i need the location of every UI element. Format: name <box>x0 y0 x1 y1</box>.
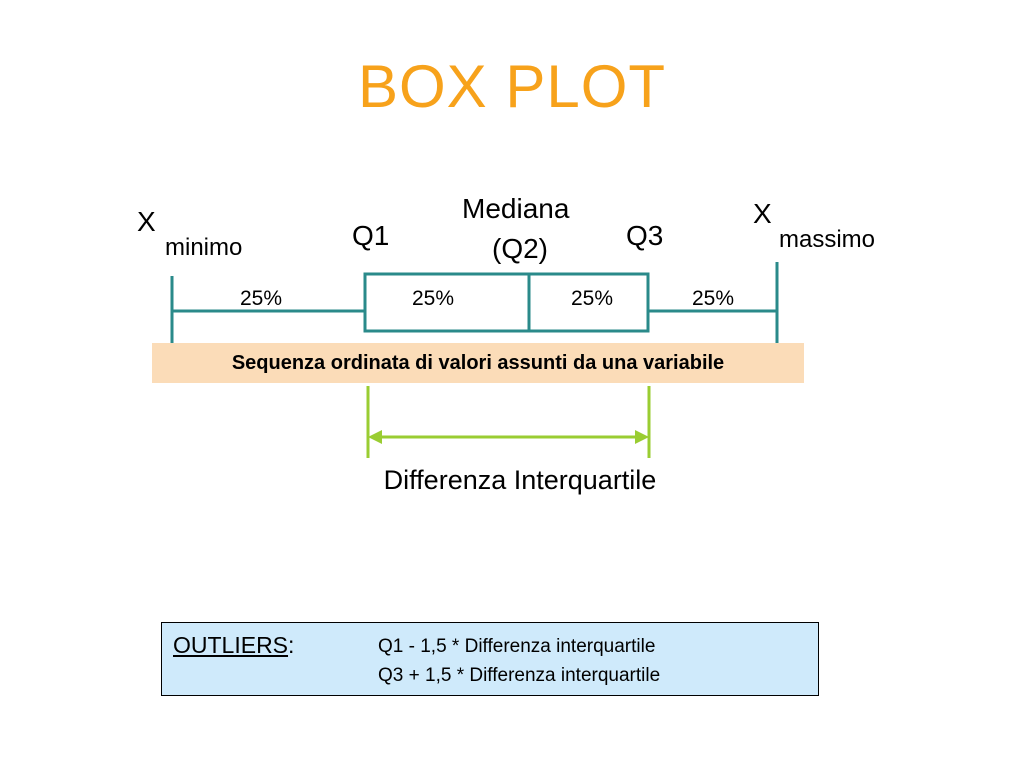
sequence-banner: Sequenza ordinata di valori assunti da u… <box>152 343 804 383</box>
iqr-label: Differenza Interquartile <box>383 465 657 495</box>
segment-label-2: 25% <box>412 287 455 310</box>
x-min-subscript: minimo <box>165 234 243 261</box>
segment-label-4: 25% <box>692 287 735 310</box>
iqr-arrow-right-head <box>635 430 649 444</box>
outliers-lower-formula: Q1 - 1,5 * Differenza interquartile <box>378 636 656 657</box>
q1-label: Q1 <box>352 220 390 251</box>
x-max-subscript: massimo <box>779 226 876 253</box>
q3-label: Q3 <box>626 220 664 251</box>
outliers-upper-formula: Q3 + 1,5 * Differenza interquartile <box>378 665 661 686</box>
outliers-box: OUTLIERS: Q1 - 1,5 * Differenza interqua… <box>161 622 819 696</box>
x-min-label: X <box>137 206 156 237</box>
x-max-label: X <box>753 198 772 229</box>
outliers-title-text: OUTLIERS <box>173 632 289 658</box>
page-title: BOX PLOT <box>357 53 667 120</box>
outliers-title: OUTLIERS: <box>173 632 294 659</box>
segment-label-1: 25% <box>240 287 283 310</box>
iqr-arrow-left-head <box>368 430 382 444</box>
median-label-line1: Mediana <box>462 193 570 224</box>
segment-label-3: 25% <box>571 287 614 310</box>
median-label-line2: (Q2) <box>492 233 548 264</box>
outliers-title-colon: : <box>288 632 295 658</box>
interquartile-box <box>363 272 650 333</box>
